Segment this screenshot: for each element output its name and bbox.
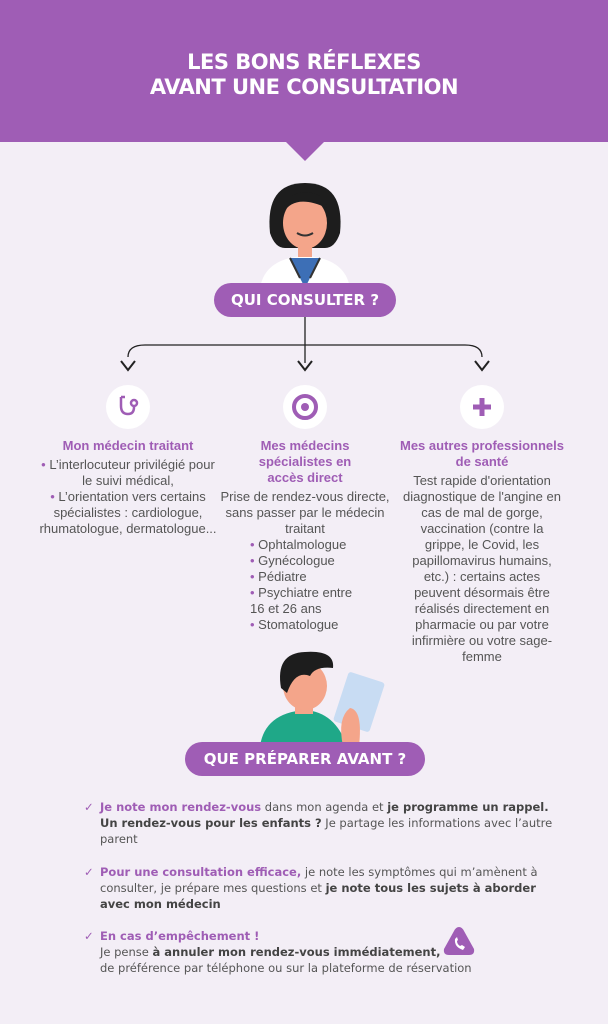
column-text: Test rapide d'orientation diagnostique d… xyxy=(403,473,561,664)
list-item: L’orientation vers certains spécialistes… xyxy=(38,489,218,537)
column-intro: Prise de rendez-vous directe, sans passe… xyxy=(220,489,390,536)
list-item: Ophtalmologue xyxy=(250,537,360,553)
list-item: L’interlocuteur privilégié pour le suivi… xyxy=(38,457,218,489)
column-specialistes: Mes médecins spécialistes en accès direc… xyxy=(215,438,395,633)
stethoscope-icon xyxy=(106,385,150,429)
page-title: LES BONS RÉFLEXES AVANT UNE CONSULTATION xyxy=(0,50,608,100)
patient-illustration xyxy=(260,651,385,746)
checklist-item: ✓ Pour une consultation efficace, je not… xyxy=(84,865,538,911)
column-title: Mon médecin traitant xyxy=(62,438,194,453)
check-icon: ✓ xyxy=(84,800,94,814)
column-title: Mes médecins spécialistes en accès direc… xyxy=(258,438,352,485)
list-item: Psychiatre entre 16 et 26 ans xyxy=(250,585,360,617)
doctor-illustration xyxy=(260,183,350,288)
column-medecin-traitant: Mon médecin traitant L’interlocuteur pri… xyxy=(38,438,218,537)
que-preparer-pill: QUE PRÉPARER AVANT ? xyxy=(185,742,425,776)
header-banner xyxy=(0,0,608,142)
check-icon: ✓ xyxy=(84,929,94,943)
column-autres-professionnels: Mes autres professionnels de santé Test … xyxy=(397,438,567,665)
list-item: Pédiatre xyxy=(250,569,360,585)
checklist-item: ✓ Je note mon rendez-vous dans mon agend… xyxy=(84,800,553,846)
header-pointer xyxy=(285,141,325,161)
qui-consulter-pill: QUI CONSULTER ? xyxy=(214,283,396,317)
column-title: Mes autres professionnels de santé xyxy=(400,438,564,469)
plus-icon xyxy=(460,385,504,429)
target-icon xyxy=(283,385,327,429)
title-line-1: LES BONS RÉFLEXES xyxy=(187,50,421,74)
phone-icon xyxy=(443,927,475,955)
list-item: Stomatologue xyxy=(250,617,360,633)
title-line-2: AVANT UNE CONSULTATION xyxy=(149,75,459,99)
checklist-item: ✓ En cas d’empêchement ! Je pense à annu… xyxy=(84,929,472,975)
branch-arrows xyxy=(120,317,490,372)
list-item: Gynécologue xyxy=(250,553,360,569)
check-icon: ✓ xyxy=(84,865,94,879)
